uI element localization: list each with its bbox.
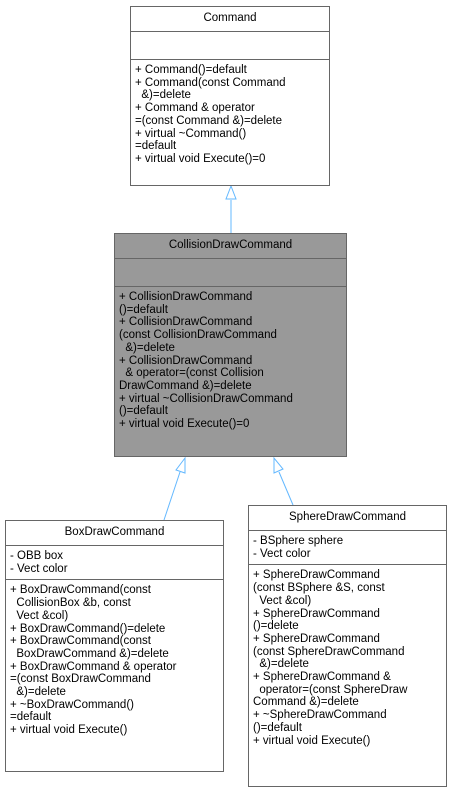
method-line: &)=delete — [10, 686, 66, 699]
edge-box-to-collision — [163, 471, 181, 521]
class-name-box-draw-command: BoxDrawCommand — [64, 526, 165, 538]
method-line: =default — [135, 140, 177, 153]
method-line: =(const BoxDrawCommand — [10, 673, 151, 686]
method-line: & operator=(const Collision — [119, 367, 264, 380]
method-line: Command &)=delete — [253, 696, 359, 709]
method-line: ()=default — [253, 721, 302, 734]
edge-collision-to-command-arrowhead — [225, 184, 237, 200]
method-line: + virtual void Execute() — [253, 734, 371, 747]
method-line: + SphereDrawCommand — [253, 569, 380, 582]
method-line: + Command & operator — [135, 102, 255, 115]
method-line: + CollisionDrawCommand — [119, 354, 253, 367]
class-name-collision-draw-command: CollisionDrawCommand — [168, 239, 293, 251]
method-line: + BoxDrawCommand(const — [10, 635, 151, 648]
method-line: + BoxDrawCommand & operator — [10, 660, 177, 673]
method-line: + virtual ~CollisionDrawCommand — [119, 392, 293, 405]
attribute-line: - Vect color — [253, 547, 311, 560]
method-line: (const BSphere &S, const — [253, 582, 385, 595]
method-line: ()=default — [119, 303, 168, 316]
method-line: =default — [10, 711, 52, 724]
method-line: BoxDrawCommand &)=delete — [10, 647, 169, 660]
method-line: (const SphereDrawCommand — [253, 645, 405, 658]
class-methods-command: + Command()=default + Command(const Comm… — [131, 59, 329, 170]
method-line: &)=delete — [119, 341, 175, 354]
method-line: + virtual void Execute()=0 — [119, 418, 250, 431]
attribute-line: - BSphere sphere — [253, 535, 344, 547]
method-line: + virtual void Execute()=0 — [135, 152, 266, 165]
method-line: &)=delete — [253, 658, 309, 671]
class-box-box-draw-command[interactable]: BoxDrawCommand - OBB box - Vect color + … — [5, 520, 224, 772]
method-line: ()=delete — [253, 620, 299, 633]
class-attributes-sphere-draw-command: - BSphere sphere - Vect color — [249, 530, 446, 564]
method-line: operator=(const SphereDraw — [253, 683, 408, 696]
method-line: + SphereDrawCommand & — [253, 671, 391, 684]
class-name-command: Command — [203, 12, 257, 24]
method-line: + SphereDrawCommand — [253, 607, 380, 620]
method-line: + virtual void Execute() — [10, 724, 128, 737]
class-box-sphere-draw-command[interactable]: SphereDrawCommand - BSphere sphere - Vec… — [248, 505, 447, 787]
method-line: =(const Command &)=delete — [135, 114, 283, 127]
method-line: &)=delete — [135, 89, 191, 102]
class-name-sphere-draw-command: SphereDrawCommand — [289, 511, 406, 523]
method-line: Vect &col) — [253, 594, 312, 607]
method-line: + ~SphereDrawCommand — [253, 709, 387, 722]
method-line: + BoxDrawCommand()=delete — [10, 622, 166, 635]
method-line: + CollisionDrawCommand — [119, 291, 253, 303]
method-line: + SphereDrawCommand — [253, 632, 380, 645]
class-attributes-collision-draw-command — [115, 258, 346, 286]
class-methods-collision-draw-command: + CollisionDrawCommand ()=default + Coll… — [115, 286, 346, 435]
method-line: Vect &col) — [10, 609, 69, 622]
edge-sphere-to-collision — [278, 471, 294, 506]
class-box-collision-draw-command[interactable]: CollisionDrawCommand + CollisionDrawComm… — [114, 233, 347, 457]
attribute-line: - Vect color — [10, 562, 68, 575]
class-methods-sphere-draw-command: + SphereDrawCommand (const BSphere &S, c… — [249, 564, 446, 751]
method-line: ()=default — [119, 405, 168, 418]
method-line: + BoxDrawCommand(const — [10, 584, 151, 597]
method-line: DrawCommand &)=delete — [119, 379, 252, 392]
class-methods-box-draw-command: + BoxDrawCommand(const CollisionBox &b, … — [6, 579, 223, 740]
method-line: + CollisionDrawCommand — [119, 316, 253, 329]
class-attributes-box-draw-command: - OBB box - Vect color — [6, 545, 223, 579]
method-line: (const CollisionDrawCommand — [119, 329, 277, 342]
class-box-command[interactable]: Command + Command()=default + Command(co… — [130, 6, 330, 186]
method-line: CollisionBox &b, const — [10, 597, 131, 610]
method-line: + Command()=default — [135, 64, 247, 76]
method-line: + ~BoxDrawCommand() — [10, 698, 134, 711]
edge-box-to-collision-arrowhead — [175, 456, 186, 474]
class-attributes-command — [131, 31, 329, 59]
method-line: + virtual ~Command() — [135, 127, 247, 140]
attribute-line: - OBB box — [10, 550, 64, 562]
method-line: + Command(const Command — [135, 76, 286, 89]
edge-sphere-to-collision-arrowhead — [273, 456, 284, 474]
